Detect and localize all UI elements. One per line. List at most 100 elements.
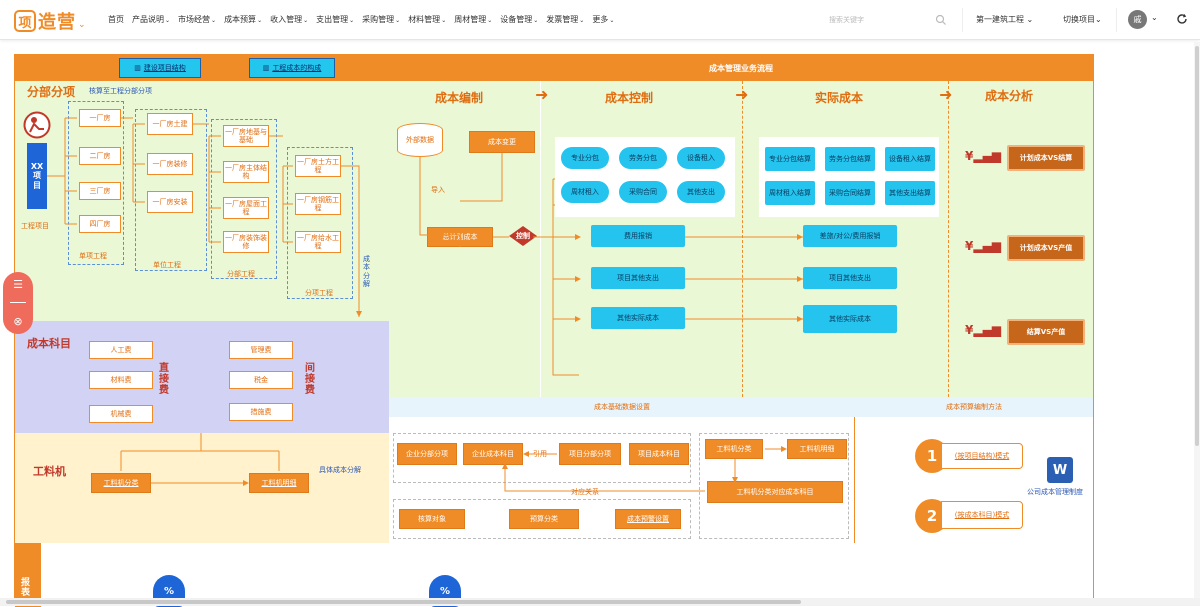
- node-item-1[interactable]: 一厂房土方工程: [295, 155, 341, 177]
- actual-middle-other-actual[interactable]: 其他实际成本: [803, 305, 897, 333]
- analysis-plan-vs-settlement[interactable]: 计划成本VS结算: [1007, 145, 1085, 171]
- actual-item-turnover[interactable]: 周材租入结算: [765, 181, 815, 205]
- external-data-node[interactable]: 外部数据: [397, 123, 443, 157]
- nav-item-invoice[interactable]: 发票管理⌄: [546, 15, 585, 24]
- actual-middle-reimburse[interactable]: 差旅/对公/费用报销: [803, 225, 897, 247]
- base-labor-category[interactable]: 工料机分类: [705, 439, 763, 459]
- control-item-labor[interactable]: 劳务分包: [619, 147, 667, 169]
- base-labor-detail[interactable]: 工料机明细: [787, 439, 847, 459]
- search-icon[interactable]: [935, 14, 947, 26]
- base-budget-category[interactable]: 预算分类: [509, 509, 579, 529]
- nav-item-more[interactable]: 更多⌄: [592, 15, 615, 24]
- tax-fee[interactable]: 税金: [229, 371, 293, 389]
- group-box: [393, 433, 691, 483]
- base-project-division[interactable]: 项目分部分项: [559, 443, 621, 465]
- base-labor-subject-map[interactable]: 工料机分类对应成本科目: [707, 481, 843, 503]
- base-cost-warning[interactable]: 成本预警设置: [615, 509, 681, 529]
- control-item-professional[interactable]: 专业分包: [561, 147, 609, 169]
- base-enterprise-subject[interactable]: 企业成本科目: [463, 443, 523, 465]
- node-part-4[interactable]: 一厂房装饰装修: [223, 231, 269, 253]
- management-fee[interactable]: 管理费: [229, 341, 293, 359]
- search-input[interactable]: 搜索关键字: [829, 16, 864, 24]
- refresh-icon[interactable]: [1175, 12, 1189, 26]
- scrollbar-thumb[interactable]: [6, 600, 801, 604]
- node-building-3[interactable]: 三厂房: [79, 182, 121, 200]
- menu-icon[interactable]: ☰: [13, 277, 23, 291]
- nav-item-turnover[interactable]: 周材管理⌄: [454, 15, 493, 24]
- nav-item-home[interactable]: 首页: [108, 15, 124, 24]
- middle-item-other-actual[interactable]: 其他实际成本: [591, 307, 685, 329]
- actual-item-professional[interactable]: 专业分包结算: [765, 147, 815, 171]
- node-part-2[interactable]: 一厂房主体结构: [223, 161, 269, 183]
- flow-header: 成本管理业务流程: [389, 55, 1093, 81]
- nav-item-income[interactable]: 收入管理⌄: [270, 15, 309, 24]
- nav-item-purchase[interactable]: 采购管理⌄: [362, 15, 401, 24]
- base-project-subject[interactable]: 项目成本科目: [629, 443, 689, 465]
- method-option-structure[interactable]: (按项目结构)模式: [941, 443, 1023, 469]
- node-building-4[interactable]: 四厂房: [79, 215, 121, 233]
- node-part-1[interactable]: 一厂房地基与基础: [223, 125, 269, 147]
- chevron-down-icon[interactable]: ⌄: [1151, 13, 1158, 22]
- control-item-turnover[interactable]: 周材租入: [561, 181, 609, 203]
- labor-detail-button[interactable]: 工料机明细: [249, 473, 309, 493]
- close-icon[interactable]: ⊗: [13, 315, 23, 329]
- project-node[interactable]: XX项目: [27, 143, 47, 209]
- chevron-down-icon: ⌄: [349, 17, 355, 24]
- direct-fee-label: 直接费: [159, 363, 169, 396]
- base-accounting-object[interactable]: 核算对象: [399, 509, 465, 529]
- nav-item-product[interactable]: 产品说明⌄: [132, 15, 171, 24]
- word-document-icon[interactable]: W: [1047, 457, 1073, 483]
- node-unit-1[interactable]: 一厂房土建: [147, 113, 193, 135]
- middle-item-project-other[interactable]: 项目其他支出: [591, 267, 685, 289]
- app-logo[interactable]: 项 造营 ⌄: [14, 8, 86, 34]
- cost-change-node[interactable]: 成本变更: [469, 131, 535, 153]
- node-item-2[interactable]: 一厂房钢筋工程: [295, 193, 341, 215]
- base-enterprise-division[interactable]: 企业分部分项: [397, 443, 457, 465]
- nav-item-material[interactable]: 材料管理⌄: [408, 15, 447, 24]
- vertical-scrollbar[interactable]: [1194, 42, 1200, 598]
- division-connectors: [47, 117, 362, 317]
- labor-category-button[interactable]: 工料机分类: [91, 473, 151, 493]
- stage-title-actual: 实际成本: [815, 91, 864, 105]
- chevron-down-icon: ⌄: [211, 17, 217, 24]
- analysis-settlement-vs-output[interactable]: 结算VS产值: [1007, 319, 1085, 345]
- nav-item-expense[interactable]: 支出管理⌄: [316, 15, 355, 24]
- node-unit-3[interactable]: 一厂房安装: [147, 191, 193, 213]
- machinery-fee[interactable]: 机械费: [89, 405, 153, 423]
- actual-item-labor[interactable]: 劳务分包结算: [825, 147, 875, 171]
- cost-structure-button[interactable]: ▥工程成本的构成: [249, 58, 335, 78]
- material-fee[interactable]: 材料费: [89, 371, 153, 389]
- node-item-3[interactable]: 一厂房给水工程: [295, 231, 341, 253]
- actual-item-other[interactable]: 其他支出结算: [885, 181, 935, 205]
- nav-item-equipment[interactable]: 设备管理⌄: [500, 15, 539, 24]
- nav-item-market[interactable]: 市场经营⌄: [178, 15, 217, 24]
- build-structure-button[interactable]: ▥建设项目结构: [119, 58, 201, 78]
- search-box[interactable]: 搜索关键字: [822, 9, 954, 31]
- report-tab[interactable]: [15, 543, 41, 607]
- scrollbar-thumb[interactable]: [1195, 46, 1199, 446]
- middle-item-reimburse[interactable]: 费用报销: [591, 225, 685, 247]
- horizontal-scrollbar[interactable]: [0, 598, 1200, 606]
- control-item-purchase[interactable]: 采购合同: [619, 181, 667, 203]
- switch-project-button[interactable]: 切换项目⌄: [1063, 15, 1102, 24]
- node-unit-2[interactable]: 一厂房装修: [147, 153, 193, 175]
- logo-chevron-icon[interactable]: ⌄: [78, 20, 86, 30]
- nav-item-budget[interactable]: 成本预算⌄: [224, 15, 263, 24]
- avatar[interactable]: 戚: [1128, 10, 1147, 29]
- node-building-1[interactable]: 一厂房: [79, 109, 121, 127]
- actual-item-purchase[interactable]: 采购合同结算: [825, 181, 875, 205]
- cost-subject-region: [15, 321, 389, 433]
- control-item-equipment[interactable]: 设备租入: [677, 147, 725, 169]
- node-building-2[interactable]: 二厂房: [79, 147, 121, 165]
- current-project-select[interactable]: 第一建筑工程 ⌄: [976, 15, 1034, 24]
- labor-fee[interactable]: 人工费: [89, 341, 153, 359]
- actual-item-equipment[interactable]: 设备租入结算: [885, 147, 935, 171]
- control-item-other[interactable]: 其他支出: [677, 181, 725, 203]
- node-part-3[interactable]: 一厂房屋面工程: [223, 197, 269, 219]
- actual-middle-project-other[interactable]: 项目其他支出: [803, 267, 897, 289]
- decompose-label: 成本分解: [363, 255, 370, 289]
- method-option-subject[interactable]: (按成本科目)模式: [941, 501, 1023, 529]
- company-cost-doc-link[interactable]: 公司成本管理制度: [1027, 488, 1083, 496]
- measure-fee[interactable]: 措施费: [229, 403, 293, 421]
- analysis-plan-vs-output[interactable]: 计划成本VS产值: [1007, 235, 1085, 261]
